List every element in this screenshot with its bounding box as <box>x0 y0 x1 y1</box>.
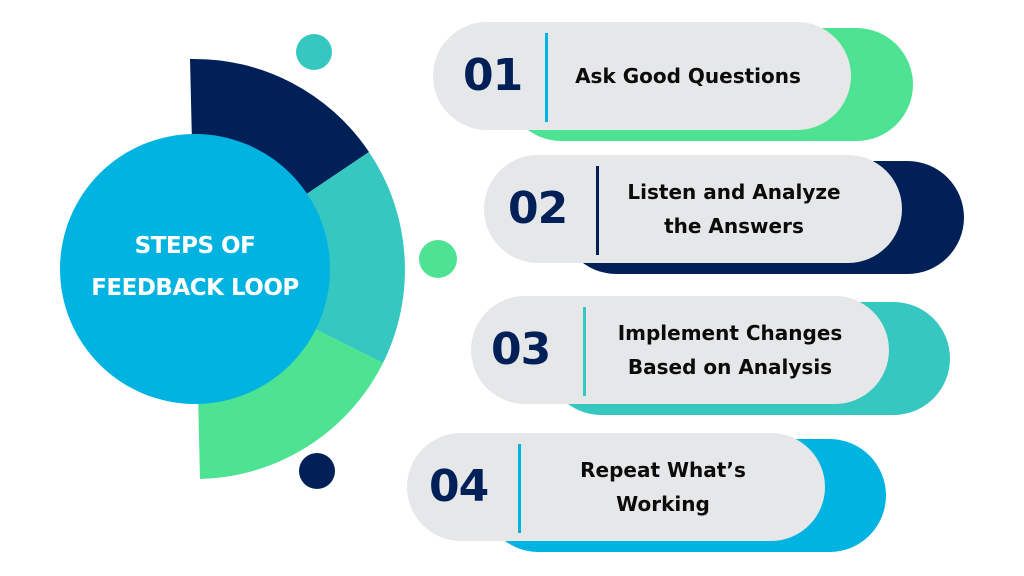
step-04-number: 04 <box>429 461 489 512</box>
title-line-2: FEEDBACK LOOP <box>91 275 299 301</box>
step-02-label-line-2: the Answers <box>664 214 804 238</box>
step-03: 03 Implement Changes Based on Analysis <box>471 296 950 415</box>
green-dot <box>419 240 457 278</box>
center-title: STEPS OF FEEDBACK LOOP <box>60 225 330 309</box>
step-04: 04 Repeat What’s Working <box>407 433 886 552</box>
step-03-label-line-2: Based on Analysis <box>627 355 833 379</box>
navy-dot <box>299 453 335 489</box>
step-03-label-line-1: Implement Changes <box>617 321 843 345</box>
step-04-label: Repeat What’s Working <box>525 433 801 541</box>
step-01-pill <box>433 22 851 130</box>
step-03-pill <box>471 296 889 404</box>
step-01-label: Ask Good Questions <box>553 22 823 130</box>
step-04-label-line-1: Repeat What’s <box>580 458 746 482</box>
center-circle <box>60 134 330 404</box>
step-04-label-line-2: Working <box>616 492 710 516</box>
step-02: 02 Listen and Analyze the Answers <box>484 155 964 274</box>
step-04-pill <box>407 433 825 541</box>
step-02-number: 02 <box>508 183 568 234</box>
step-03-label: Implement Changes Based on Analysis <box>589 296 871 404</box>
step-04-divider <box>518 444 521 533</box>
step-02-label-line-1: Listen and Analyze <box>627 180 841 204</box>
step-02-pill <box>484 155 902 263</box>
step-01: 01 Ask Good Questions <box>433 22 913 141</box>
teal-dot <box>296 34 332 70</box>
title-line-1: STEPS OF <box>134 233 256 259</box>
step-03-number: 03 <box>491 324 551 375</box>
step-02-divider <box>596 166 599 255</box>
step-01-divider <box>545 33 548 122</box>
step-01-label-text: Ask Good Questions <box>575 64 801 88</box>
step-03-divider <box>583 307 586 396</box>
step-02-label: Listen and Analyze the Answers <box>602 155 866 263</box>
step-01-number: 01 <box>463 50 523 101</box>
